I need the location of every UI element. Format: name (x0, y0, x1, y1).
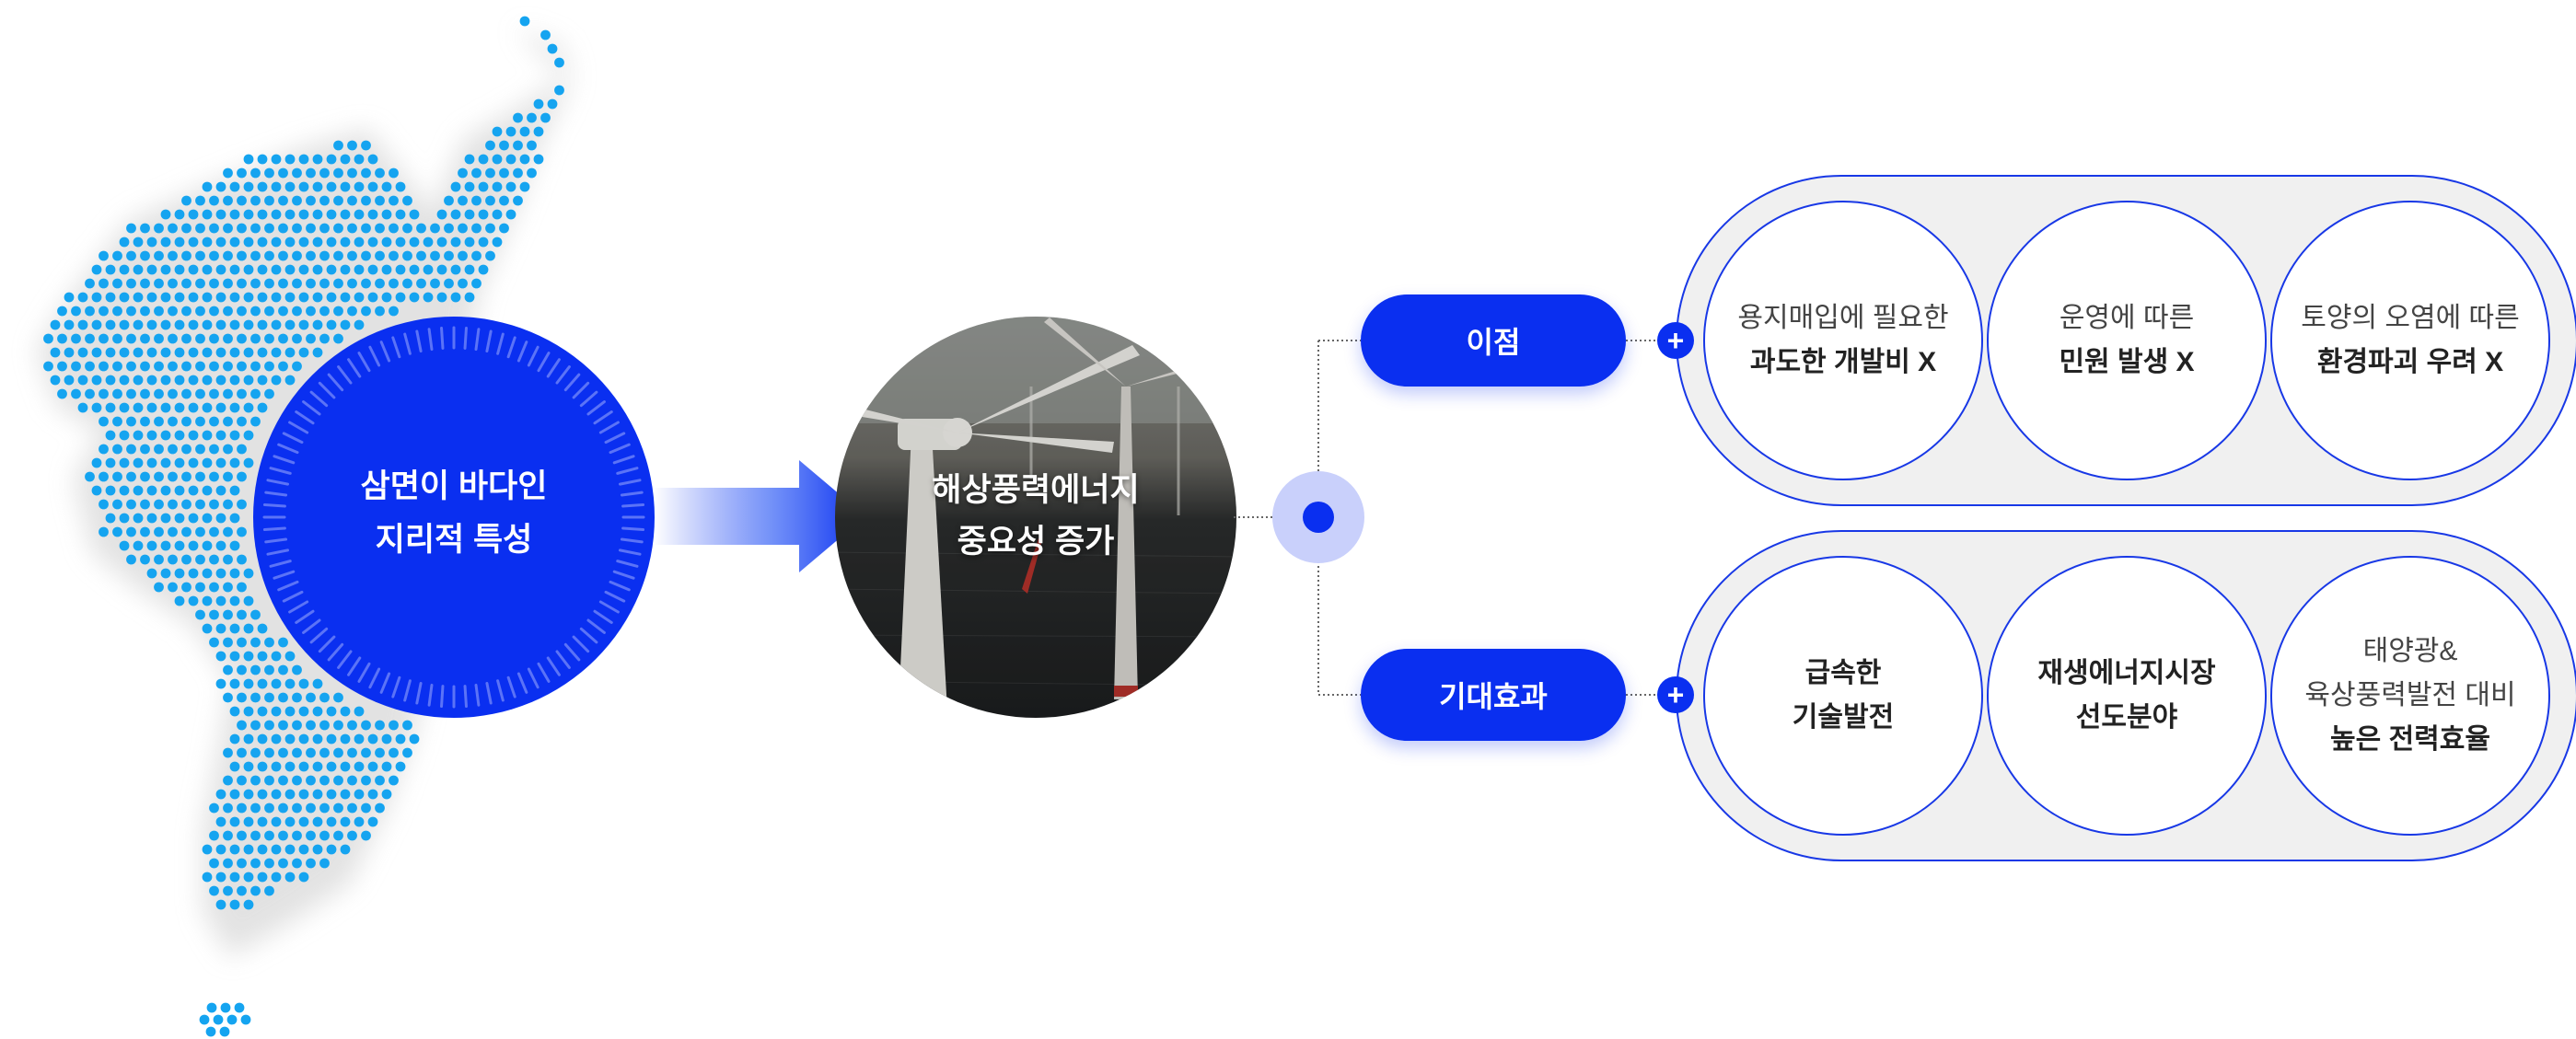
advantage-item-1: 용지매입에 필요한 과도한 개발비 X (1703, 201, 1983, 480)
effect-item-3: 태양광& 육상풍력발전 대비 높은 전력효율 (2270, 556, 2550, 836)
center-line-1: 해상풍력에너지 (932, 472, 1140, 508)
advantages-label: 이점 (1466, 326, 1521, 359)
flow-arrow (654, 460, 865, 572)
tick-ring (262, 326, 645, 709)
effects-capsule: 급속한 기술발전 재생에너지시장 선도분야 태양광& 육상풍력발전 대비 높은 … (1676, 530, 2576, 861)
effect-item-2: 재생에너지시장 선도분야 (1987, 556, 2267, 836)
source-line-1: 삼면이 바다인 (360, 468, 548, 504)
effect-item-2-line-1: 재생에너지시장 (2037, 658, 2216, 688)
offshore-wind-photo (835, 317, 1236, 718)
center-line-2: 중요성 증가 (957, 524, 1115, 560)
advantage-item-3: 토양의 오염에 따른 환경파괴 우려 X (2270, 201, 2550, 480)
effect-item-3-line-1: 태양광& (2362, 636, 2458, 666)
source-text: 삼면이 바다인 지리적 특성 (253, 460, 655, 567)
effect-item-2-line-2: 선도분야 (2075, 702, 2178, 733)
branch-node-dot (1303, 502, 1334, 533)
effect-item-3-line-2: 육상풍력발전 대비 (2304, 680, 2516, 710)
advantage-item-3-highlight: 환경파괴 우려 X (2316, 347, 2504, 377)
effect-item-1-line-1: 급속한 (1804, 658, 1882, 688)
advantages-plus-icon[interactable]: + (1657, 322, 1694, 359)
effect-item-1: 급속한 기술발전 (1703, 556, 1983, 836)
advantage-item-2-highlight: 민원 발생 X (2059, 347, 2195, 377)
effect-item-3-highlight: 높은 전력효율 (2330, 724, 2490, 755)
advantages-pill: 이점 (1361, 294, 1626, 387)
advantage-item-1-line: 용지매입에 필요한 (1737, 303, 1949, 333)
korea-dot-map (43, 16, 564, 1037)
effect-item-1-line-2: 기술발전 (1792, 702, 1895, 733)
effects-plus-icon[interactable]: + (1657, 676, 1694, 713)
advantage-item-1-highlight: 과도한 개발비 X (1749, 347, 1937, 377)
effects-label: 기대효과 (1439, 680, 1548, 713)
effects-pill: 기대효과 (1361, 649, 1626, 741)
source-line-2: 지리적 특성 (375, 522, 533, 558)
center-text: 해상풍력에너지 중요성 증가 (838, 465, 1234, 568)
advantages-capsule: 용지매입에 필요한 과도한 개발비 X 운영에 따른 민원 발생 X 토양의 오… (1676, 175, 2576, 506)
advantage-item-2: 운영에 따른 민원 발생 X (1987, 201, 2267, 480)
advantage-item-2-line: 운영에 따른 (2059, 303, 2195, 333)
advantage-item-3-line: 토양의 오염에 따른 (2301, 303, 2520, 333)
